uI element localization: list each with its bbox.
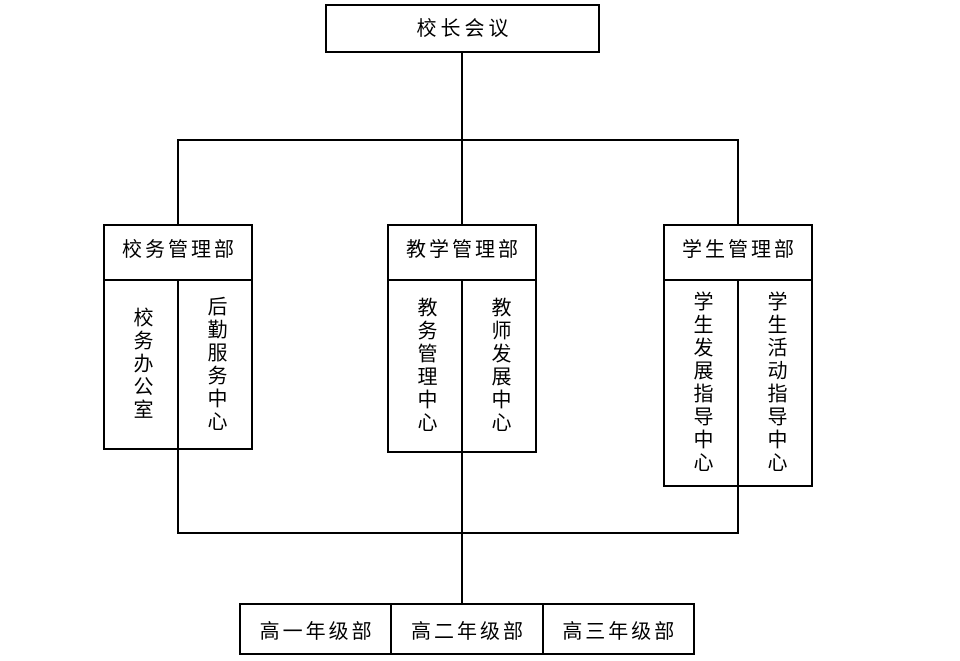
center-label: 后勤服务中心 (204, 295, 226, 434)
connector-drop-dept2 (461, 139, 463, 224)
center-cell-teacher-development: 教师发展中心 (463, 281, 535, 451)
dept-centers-school-affairs: 校务办公室 后勤服务中心 (103, 281, 253, 450)
center-label: 教务管理中心 (414, 297, 436, 435)
center-cell-academic-affairs: 教务管理中心 (389, 281, 463, 451)
grade-label: 高一年级部 (259, 620, 375, 643)
connector-drop-dept1 (177, 139, 179, 224)
center-cell-student-activity-guidance: 学生活动指导中心 (739, 281, 811, 485)
dept-centers-teaching-management: 教务管理中心 教师发展中心 (387, 281, 537, 453)
root-node-principal-meeting: 校长会议 (325, 4, 600, 53)
grade-label: 高三年级部 (562, 620, 678, 643)
grade-label: 高二年级部 (410, 620, 526, 643)
root-node-label: 校长会议 (416, 18, 513, 40)
center-cell-logistics-service: 后勤服务中心 (179, 281, 251, 448)
connector-root-vertical (461, 53, 463, 139)
dept-header-label: 教学管理部 (406, 239, 521, 261)
center-label: 学生发展指导中心 (690, 291, 712, 475)
connector-level1-rail (177, 139, 739, 141)
center-label: 校务办公室 (130, 307, 152, 422)
center-cell-student-development-guidance: 学生发展指导中心 (665, 281, 739, 485)
grade-strip: 高一年级部 高二年级部 高三年级部 (239, 603, 695, 655)
grade-box-senior1: 高一年级部 (241, 605, 390, 653)
center-label: 教师发展中心 (488, 297, 510, 435)
grade-box-senior2: 高二年级部 (390, 605, 541, 653)
connector-level2-rail (177, 532, 739, 534)
dept-header-school-affairs: 校务管理部 (103, 224, 253, 281)
dept-header-student-management: 学生管理部 (663, 224, 813, 281)
dept-centers-student-management: 学生发展指导中心 学生活动指导中心 (663, 281, 813, 487)
dept-header-teaching-management: 教学管理部 (387, 224, 537, 281)
center-label: 学生活动指导中心 (764, 291, 786, 475)
connector-down-dept1 (177, 448, 179, 534)
connector-drop-dept3 (737, 139, 739, 224)
dept-header-label: 学生管理部 (682, 239, 797, 261)
dept-header-label: 校务管理部 (122, 239, 237, 261)
grade-box-senior3: 高三年级部 (541, 605, 693, 653)
connector-down-dept2 (461, 451, 463, 603)
center-cell-school-affairs-office: 校务办公室 (105, 281, 179, 448)
connector-down-dept3 (737, 485, 739, 534)
